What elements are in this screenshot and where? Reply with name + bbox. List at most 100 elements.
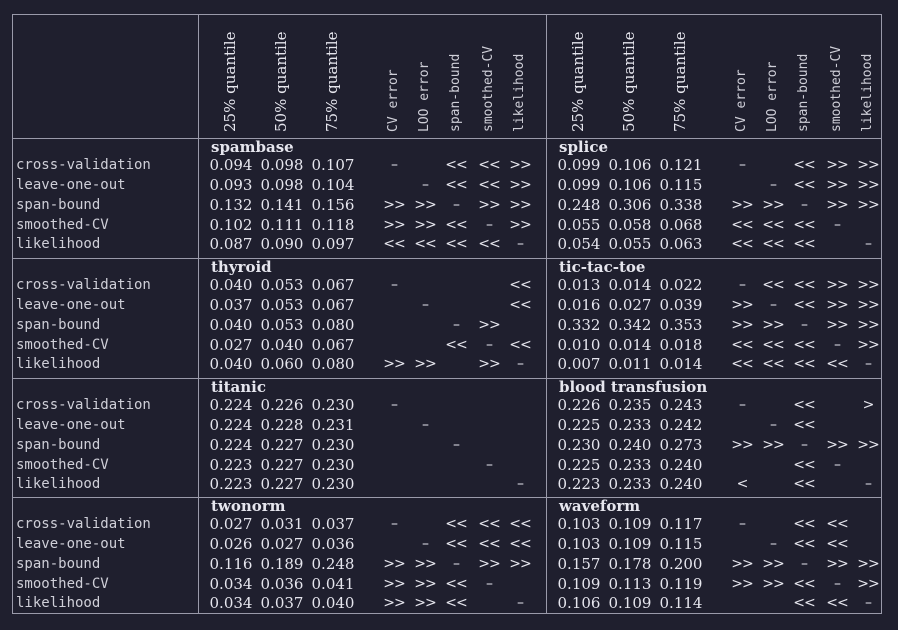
quantile-value: 0.114 — [659, 594, 703, 612]
quantile-value: 0.230 — [311, 456, 355, 474]
quantile-value: 0.027 — [209, 515, 253, 533]
comparison-mark: >> — [509, 157, 531, 173]
header-left-method-2: LOO error — [417, 61, 432, 132]
comparison-mark: >> — [857, 556, 879, 572]
comparison-mark: – — [453, 556, 460, 572]
header-left-method-1: CV error — [386, 69, 401, 132]
comparison-mark: >> — [414, 556, 436, 572]
divider-block-2 — [13, 378, 881, 379]
row-label: leave-one-out — [16, 177, 126, 193]
row-label: smoothed-CV — [16, 217, 109, 233]
comparison-mark: << — [445, 157, 467, 173]
quantile-value: 0.225 — [557, 416, 601, 434]
quantile-value: 0.040 — [209, 276, 253, 294]
quantile-value: 0.353 — [659, 316, 703, 334]
quantile-value: 0.226 — [260, 396, 304, 414]
comparison-mark: << — [793, 516, 815, 532]
comparison-mark: – — [770, 536, 777, 552]
row-label: cross-validation — [16, 277, 151, 293]
header-left-method-3: span-bound — [448, 53, 463, 132]
comparison-mark: << — [478, 177, 500, 193]
dataset-title: thyroid — [211, 258, 272, 276]
header-left-quantile-3: 75% quantile — [323, 31, 341, 132]
divider-header — [13, 138, 881, 139]
quantile-value: 0.034 — [209, 575, 253, 593]
row-label: cross-validation — [16, 397, 151, 413]
comparison-mark: << — [762, 217, 784, 233]
quantile-value: 0.242 — [659, 416, 703, 434]
row-label: smoothed-CV — [16, 457, 109, 473]
quantile-value: 0.227 — [260, 456, 304, 474]
row-label: cross-validation — [16, 516, 151, 532]
quantile-value: 0.132 — [209, 196, 253, 214]
comparison-mark: – — [739, 157, 746, 173]
comparison-mark: >> — [731, 297, 753, 313]
comparison-mark: – — [422, 177, 429, 193]
comparison-mark: – — [834, 457, 841, 473]
header-left-method-5: likelihood — [512, 53, 527, 132]
quantile-value: 0.230 — [311, 475, 355, 493]
quantile-value: 0.103 — [557, 535, 601, 553]
comparison-mark: << — [445, 236, 467, 252]
divider-block-1 — [13, 258, 881, 259]
quantile-value: 0.013 — [557, 276, 601, 294]
dataset-title: waveform — [559, 497, 641, 515]
comparison-mark: – — [422, 417, 429, 433]
quantile-value: 0.230 — [311, 396, 355, 414]
comparison-mark: – — [801, 197, 808, 213]
header-right-method-3: span-bound — [796, 53, 811, 132]
quantile-value: 0.121 — [659, 156, 703, 174]
quantile-value: 0.053 — [260, 316, 304, 334]
comparison-mark: – — [517, 595, 524, 611]
quantile-value: 0.027 — [608, 296, 652, 314]
quantile-value: 0.014 — [659, 355, 703, 373]
header-left-method-4: smoothed-CV — [481, 45, 496, 132]
quantile-value: 0.118 — [311, 216, 355, 234]
comparison-mark: >> — [731, 556, 753, 572]
comparison-mark: >> — [857, 197, 879, 213]
comparison-mark: – — [422, 297, 429, 313]
comparison-mark: – — [739, 516, 746, 532]
quantile-value: 0.014 — [608, 276, 652, 294]
comparison-mark: – — [739, 397, 746, 413]
comparison-mark: << — [445, 595, 467, 611]
comparison-mark: << — [478, 516, 500, 532]
comparison-mark: – — [486, 576, 493, 592]
quantile-value: 0.248 — [311, 555, 355, 573]
quantile-value: 0.157 — [557, 555, 601, 573]
row-label: smoothed-CV — [16, 576, 109, 592]
comparison-mark: – — [834, 337, 841, 353]
comparison-mark: << — [414, 236, 436, 252]
quantile-value: 0.040 — [209, 355, 253, 373]
quantile-value: 0.225 — [557, 456, 601, 474]
header-left-quantile-1: 25% quantile — [221, 31, 239, 132]
comparison-mark: << — [731, 236, 753, 252]
quantile-value: 0.230 — [557, 436, 601, 454]
dataset-title: splice — [559, 138, 609, 156]
comparison-mark: << — [793, 417, 815, 433]
quantile-value: 0.224 — [209, 396, 253, 414]
comparison-mark: << — [793, 576, 815, 592]
quantile-value: 0.342 — [608, 316, 652, 334]
comparison-mark: >> — [731, 317, 753, 333]
comparison-mark: << — [509, 536, 531, 552]
comparison-mark: >> — [509, 217, 531, 233]
comparison-mark: – — [422, 536, 429, 552]
quantile-value: 0.223 — [209, 475, 253, 493]
quantile-value: 0.119 — [659, 575, 703, 593]
comparison-mark: << — [793, 177, 815, 193]
quantile-value: 0.007 — [557, 355, 601, 373]
row-label: likelihood — [16, 356, 101, 372]
quantile-value: 0.040 — [311, 594, 355, 612]
comparison-mark: >> — [826, 317, 848, 333]
quantile-value: 0.094 — [209, 156, 253, 174]
quantile-value: 0.098 — [260, 156, 304, 174]
comparison-mark: >> — [857, 177, 879, 193]
quantile-value: 0.338 — [659, 196, 703, 214]
quantile-value: 0.040 — [260, 336, 304, 354]
comparison-mark: << — [762, 236, 784, 252]
comparison-mark: >> — [857, 437, 879, 453]
comparison-mark: << — [731, 356, 753, 372]
comparison-mark: << — [793, 337, 815, 353]
row-label: leave-one-out — [16, 536, 126, 552]
